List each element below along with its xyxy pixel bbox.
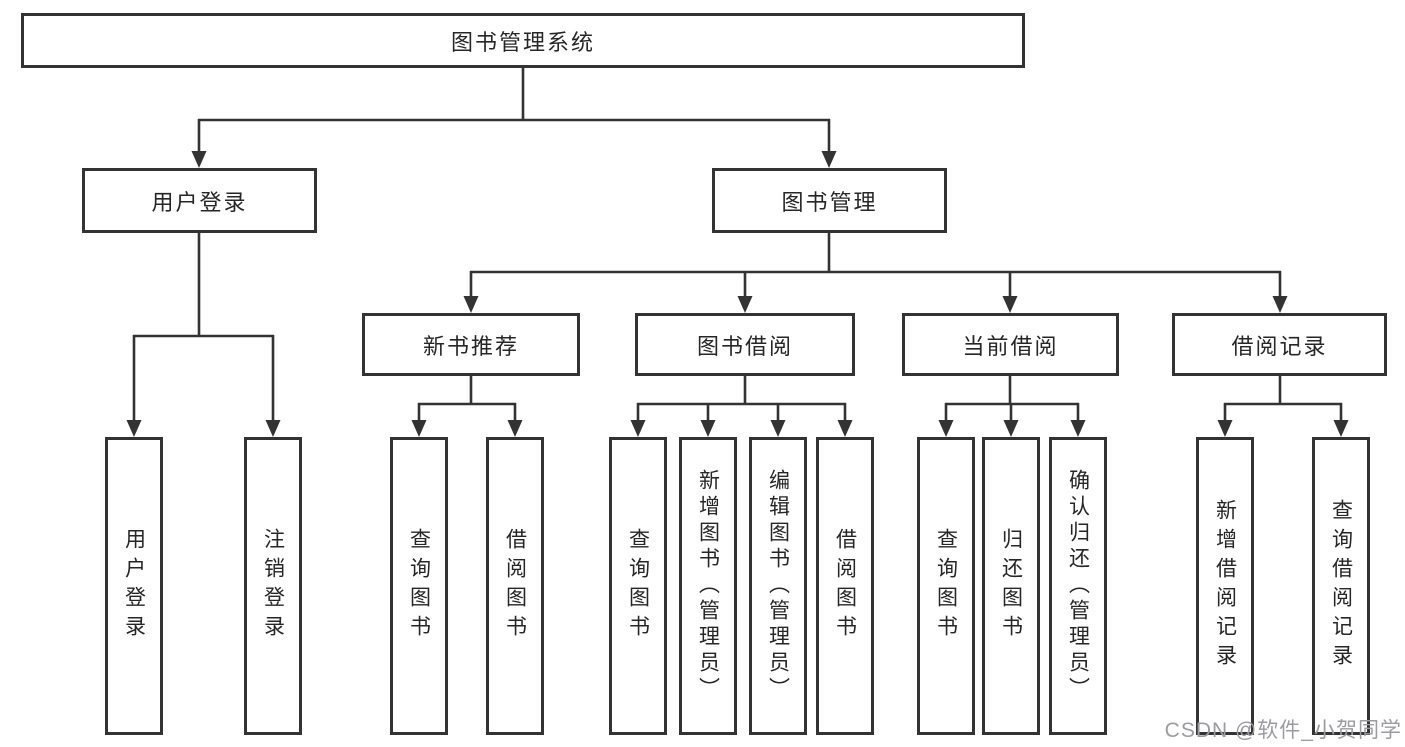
node-new-book-recommend: 新书推荐 [362,313,580,376]
leaf-records-add-record: 新增借阅记录 [1196,437,1254,735]
node-label: 图书管理系统 [450,29,595,55]
node-label: 用户登录 [151,189,248,215]
node-label: 编辑图书（管理员） [766,469,790,703]
node-label: 查询借阅记录 [1329,499,1353,673]
node-label: 图书管理 [781,189,878,215]
node-label: 图书借阅 [696,333,793,359]
leaf-logout: 注销登录 [244,437,302,735]
node-label: 新增图书（管理员） [696,469,720,703]
node-label: 借阅图书 [833,528,857,644]
node-label: 确认归还（管理员） [1066,469,1090,703]
node-book-borrow: 图书借阅 [635,313,855,376]
leaf-newrec-query-books: 查询图书 [390,437,448,735]
node-label: 查询图书 [407,528,431,644]
leaf-newrec-borrow-books: 借阅图书 [486,437,544,735]
node-book-management: 图书管理 [712,168,947,233]
leaf-borrow-edit-books-admin: 编辑图书（管理员） [749,437,807,735]
node-user-login: 用户登录 [82,168,317,233]
node-label: 查询图书 [934,528,958,644]
leaf-current-confirm-return-admin: 确认归还（管理员） [1049,437,1107,735]
node-label: 借阅记录 [1231,333,1328,359]
leaf-current-return-books: 归还图书 [982,437,1040,735]
node-library-management-system: 图书管理系统 [21,13,1025,68]
leaf-user-login: 用户登录 [105,437,163,735]
node-label: 当前借阅 [962,333,1059,359]
node-label: 新增借阅记录 [1213,499,1237,673]
node-label: 注销登录 [261,528,285,644]
node-label: 用户登录 [122,528,146,644]
leaf-borrow-add-books-admin: 新增图书（管理员） [679,437,737,735]
node-label: 新书推荐 [422,333,519,359]
leaf-borrow-borrow-books: 借阅图书 [816,437,874,735]
leaf-records-query-record: 查询借阅记录 [1312,437,1370,735]
node-borrow-records: 借阅记录 [1172,313,1387,376]
node-label: 归还图书 [999,528,1023,644]
leaf-current-query-books: 查询图书 [917,437,975,735]
node-label: 借阅图书 [503,528,527,644]
node-current-borrow: 当前借阅 [902,313,1119,376]
leaf-borrow-query-books: 查询图书 [609,437,667,735]
node-label: 查询图书 [626,528,650,644]
watermark: CSDN @软件_小贺同学 [1164,719,1402,742]
